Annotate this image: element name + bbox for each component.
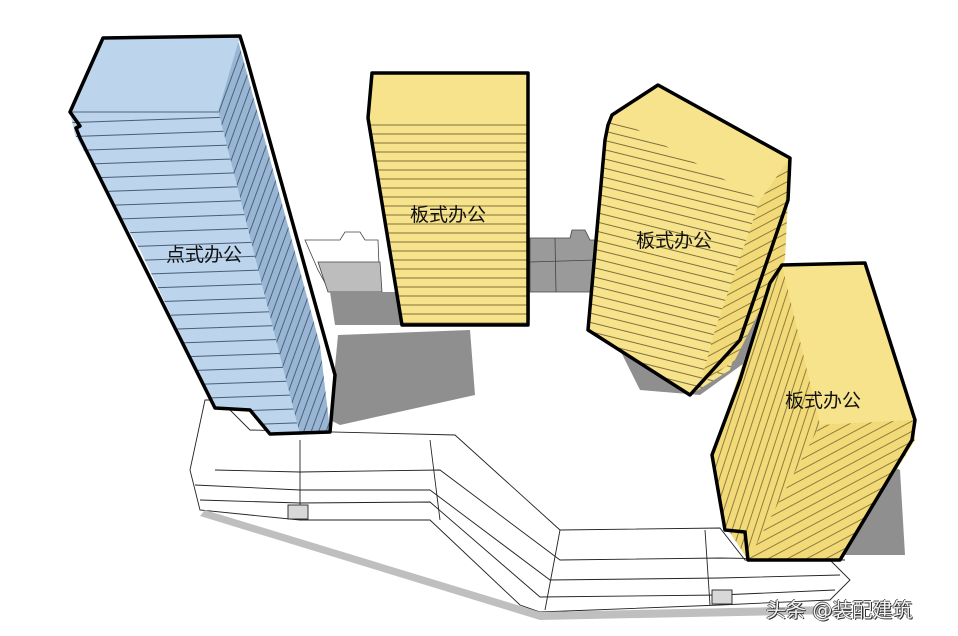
watermark: 头条 @装配建筑 bbox=[766, 598, 913, 622]
point-tower-label: 点式办公 bbox=[166, 244, 243, 266]
slab-tower-right-front bbox=[710, 261, 917, 562]
rear-podium bbox=[304, 229, 599, 293]
slab-tower-center-label: 板式办公 bbox=[410, 204, 487, 226]
podium-shadow bbox=[200, 510, 835, 620]
front-podium bbox=[189, 399, 851, 613]
slab-tower-center bbox=[366, 71, 530, 327]
slab-tower-right-front-label: 板式办公 bbox=[785, 390, 862, 412]
point-tower bbox=[68, 34, 337, 436]
slab-tower-right-back bbox=[586, 83, 792, 397]
slab-tower-right-back-label: 板式办公 bbox=[636, 230, 713, 252]
